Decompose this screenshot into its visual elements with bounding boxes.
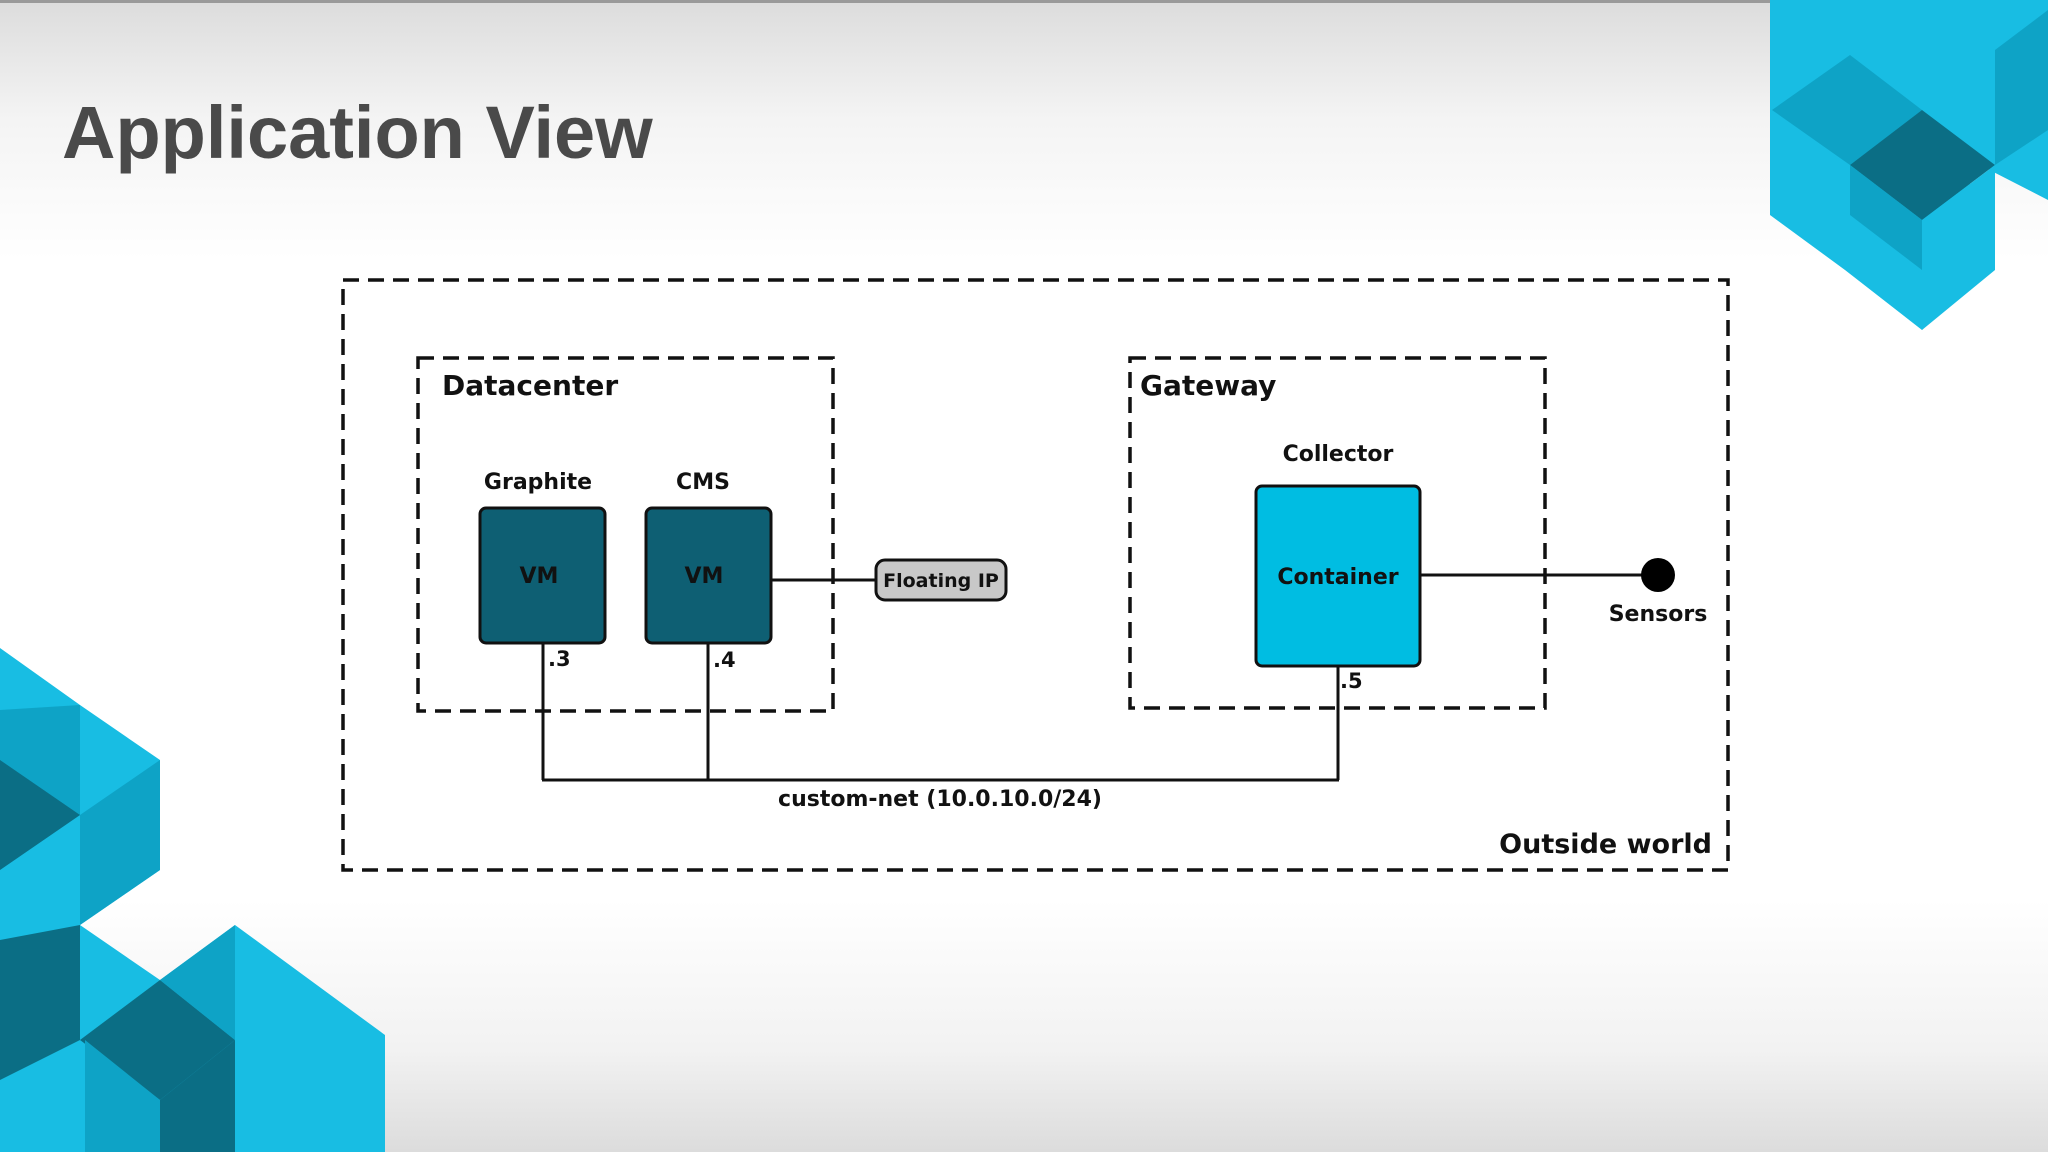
- hexagon-cubes-icon: [1770, 0, 2048, 330]
- cms-vm-box: [644, 506, 773, 645]
- graphite-ip: .3: [548, 647, 571, 671]
- floating-ip-label: Floating IP: [883, 570, 999, 592]
- floating-ip-box: [874, 558, 1008, 602]
- graphite-vm-box: [478, 506, 607, 645]
- graphite-name: Graphite: [484, 470, 592, 495]
- slide-title: Application View: [62, 91, 653, 174]
- cms-vm-label: VM: [685, 564, 724, 589]
- sensors-icon: [1641, 558, 1675, 592]
- outside-world-label: Outside world: [1499, 829, 1712, 860]
- gateway-boundary: [1128, 356, 1547, 710]
- cms-ip: .4: [713, 648, 736, 672]
- gateway-label: Gateway: [1140, 369, 1276, 402]
- collector-container-label: Container: [1277, 565, 1398, 590]
- sensors-label: Sensors: [1609, 602, 1708, 627]
- collector-name: Collector: [1283, 442, 1394, 467]
- hexagon-cubes-icon: [0, 648, 385, 1152]
- graphite-vm-label: VM: [520, 564, 559, 589]
- datacenter-boundary: [416, 356, 835, 713]
- cms-name: CMS: [676, 470, 730, 495]
- top-rule: [0, 0, 2048, 3]
- collector-ip: .5: [1340, 669, 1363, 693]
- outside-world-boundary: [341, 278, 1730, 872]
- datacenter-label: Datacenter: [442, 369, 618, 402]
- collector-container-box: [1254, 484, 1422, 668]
- custom-net-label: custom-net (10.0.10.0/24): [778, 787, 1102, 812]
